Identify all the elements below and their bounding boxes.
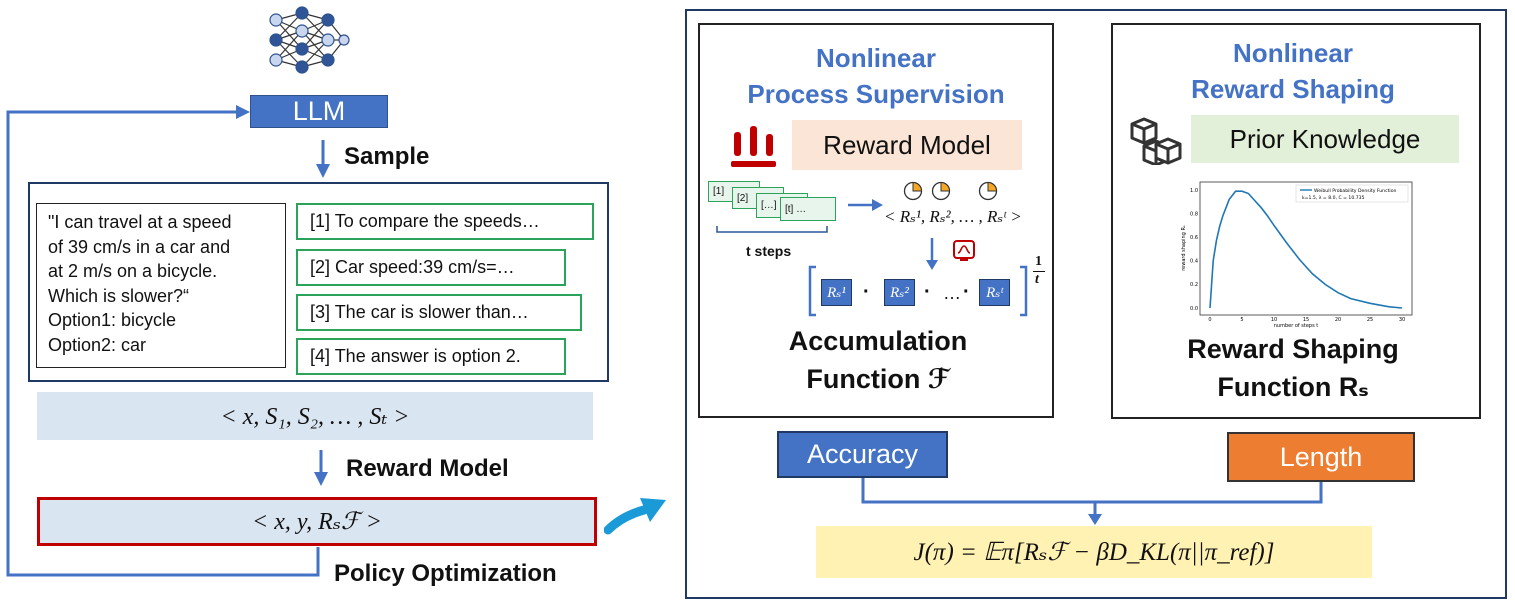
step-reward-chip: Rₛ¹ [821, 279, 852, 306]
accumulation-line1: Accumulation [788, 326, 968, 356]
shaping-title-line2: Reward Shaping [1191, 74, 1395, 104]
option-line: Option2: car [48, 334, 147, 355]
question-line: of 39 cm/s in a car and [48, 236, 231, 257]
shaping-func-line2: Function Rₛ [1217, 372, 1369, 402]
llm-box: LLM [250, 95, 388, 128]
weibull-curve [1209, 190, 1403, 309]
merge-connector [861, 478, 1323, 525]
length-box: Length [1227, 432, 1415, 482]
t-steps-label: t steps [746, 243, 792, 259]
process-title-line2: Process Supervision [747, 79, 1005, 109]
method-panel [685, 9, 1507, 599]
reasoning-step: [4] The answer is option 2. [296, 338, 566, 375]
y-tick-label: 0.6 [1190, 235, 1198, 241]
y-tick-label: 1.0 [1190, 188, 1198, 194]
reasoning-step: [2] Car speed:39 cm/s=… [296, 249, 566, 286]
reward-shaping-function-title: Reward Shaping Function Rₛ [1113, 330, 1473, 406]
x-tick-label: 10 [1271, 317, 1277, 323]
shaping-title-line1: Nonlinear [1233, 38, 1353, 68]
y-tick-label: 0.0 [1190, 306, 1198, 312]
step-card: [t] … [780, 197, 836, 221]
product-brackets [808, 265, 1028, 317]
pie-icon [903, 181, 923, 201]
reward-model-tag: Reward Model [792, 120, 1022, 170]
y-tick-label: 0.8 [1190, 211, 1198, 217]
sample-label: Sample [344, 143, 430, 170]
legend-params: k=1.5, λ = 8.0, C = 10.735 [1302, 195, 1365, 201]
step-reward-chip: Rₛ² [884, 279, 915, 306]
accumulation-function-title: Accumulation Function ℱ [700, 322, 1056, 398]
question-line: Which is slower?“ [48, 285, 190, 306]
product-dot: · [924, 281, 931, 303]
policy-optimization-label: Policy Optimization [334, 560, 557, 587]
x-tick-label: 15 [1303, 317, 1309, 323]
product-dot: · [863, 281, 870, 303]
step-rewards-tuple: < Rₛ¹, Rₛ², … , Rₛᵗ > [884, 207, 1022, 226]
chart-xlabel: number of steps t [1274, 323, 1319, 329]
product-ellipsis: … [943, 283, 961, 303]
bar-chart-icon [731, 126, 776, 167]
question-box: "I can travel at a speed of 39 cm/s in a… [36, 203, 286, 368]
policy-feedback-arrow [6, 105, 320, 577]
shaping-title: Nonlinear Reward Shaping [1113, 35, 1473, 107]
reasoning-step: [1] To compare the speeds… [296, 203, 594, 240]
y-tick-label: 0.4 [1190, 259, 1198, 265]
step-reward-chip: Rₛᵗ [979, 279, 1010, 306]
x-tick-label: 0 [1208, 317, 1211, 323]
y-tick-label: 0.2 [1190, 282, 1198, 288]
exponent-denominator: t [1035, 272, 1039, 287]
process-title: Nonlinear Process Supervision [700, 40, 1052, 112]
x-tick-label: 5 [1240, 317, 1243, 323]
x-tick-label: 30 [1399, 317, 1405, 323]
prior-knowledge-tag: Prior Knowledge [1191, 115, 1459, 163]
function-icon [953, 240, 975, 261]
down-arrow [926, 238, 938, 270]
exponent-numerator: 1 [1035, 254, 1042, 269]
trajectory-sequence: < x, S₁, S₂, … , Sₜ > [37, 392, 593, 440]
x-tick-label: 20 [1335, 317, 1341, 323]
option-line: Option1: bicycle [48, 310, 177, 330]
t-steps-brace [716, 226, 828, 233]
exponent-bar [1033, 271, 1045, 272]
product-dot: · [963, 281, 970, 303]
accuracy-box: Accuracy [777, 431, 948, 478]
reward-tuple-box: < x, y, Rₛℱ > [37, 497, 597, 546]
x-tick-label: 25 [1367, 317, 1373, 323]
question-line: "I can travel at a speed [48, 212, 232, 232]
neural-network-icon [269, 6, 350, 74]
curved-arrow-icon [604, 498, 666, 535]
reward-model-label: Reward Model [346, 455, 509, 482]
pie-icon [978, 181, 998, 201]
process-supervision-panel [698, 23, 1054, 418]
pie-icon [931, 181, 951, 201]
process-title-line1: Nonlinear [816, 43, 936, 73]
reasoning-step: [3] The car is slower than… [296, 294, 582, 331]
weibull-chart: 0 5 10 15 20 25 30 0.0 0.2 0.4 0.6 0.8 1.0 Weibull P… [1181, 181, 1413, 329]
legend-series-name: Weibull Probability Density Function [1314, 188, 1397, 194]
chart-ylabel: reward shaping Rₛ [1181, 225, 1187, 271]
objective-formula: J(π) = 𝔼π[Rₛℱ − βD_KL(π||π_ref)] [816, 526, 1372, 578]
right-arrow [848, 199, 883, 211]
reward-model-arrow [314, 450, 328, 486]
sample-arrow [316, 140, 330, 178]
shaping-func-line1: Reward Shaping [1187, 334, 1399, 364]
question-line: at 2 m/s on a bicycle. [48, 261, 218, 281]
accumulation-line2: Function ℱ [806, 364, 950, 394]
cubes-icon [1130, 117, 1182, 165]
